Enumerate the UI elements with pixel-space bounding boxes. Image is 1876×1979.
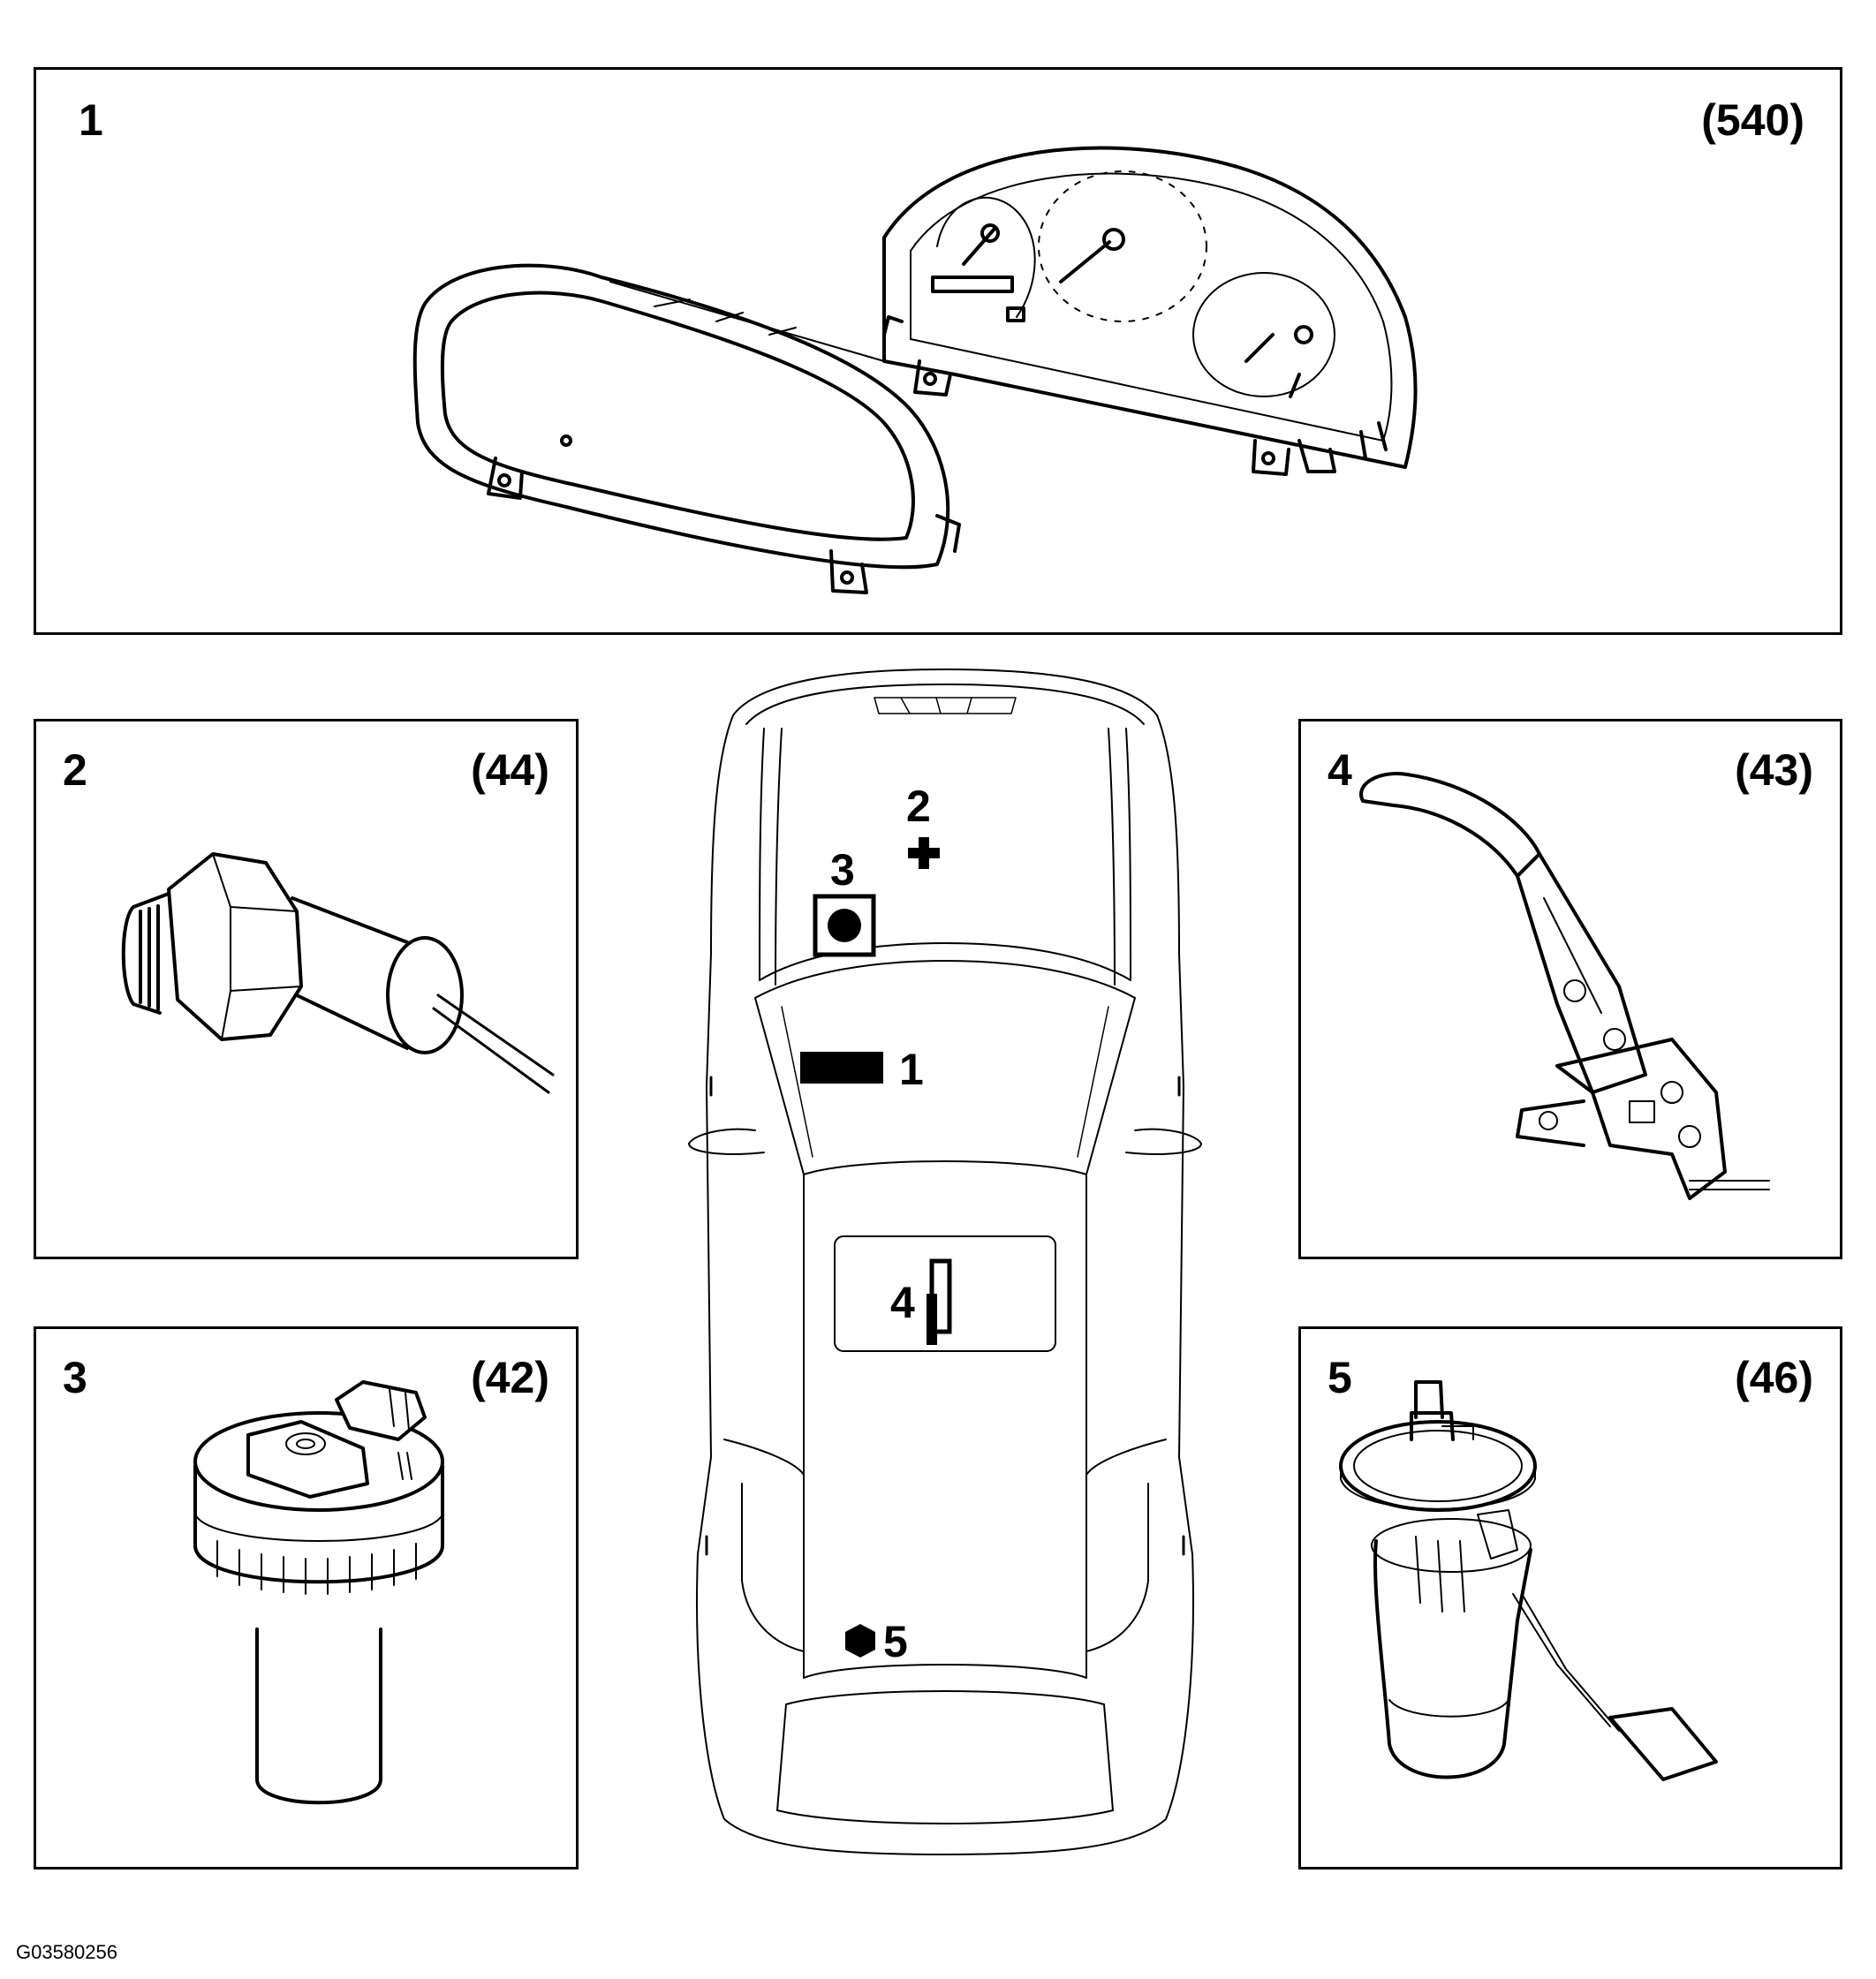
panel-1-reference: (540)	[1701, 95, 1804, 145]
panel-4-parking-brake-lever: 4 (43)	[1298, 719, 1842, 1259]
callout-2-marker-icon	[908, 837, 940, 869]
callout-3-label: 3	[830, 845, 855, 895]
panel-3-fluid-level-sensor: 3 (42)	[34, 1326, 579, 1869]
panel-2-reference: (44)	[471, 745, 549, 795]
panel-3-number: 3	[63, 1353, 87, 1402]
callout-4-label: 4	[890, 1278, 915, 1327]
panel-1-instrument-cluster: 1 (540)	[34, 67, 1842, 635]
panel-4-reference: (43)	[1735, 745, 1813, 795]
instrument-cluster-icon	[36, 70, 1840, 632]
figure-id: G03580256	[16, 1941, 117, 1963]
panel-2-pressure-sensor: 2 (44)	[34, 719, 579, 1259]
panel-5-reference: (46)	[1735, 1353, 1813, 1402]
callout-4-marker-icon	[927, 1258, 958, 1345]
pressure-sensor-icon	[36, 721, 576, 1257]
panel-1-number: 1	[79, 95, 103, 145]
panel-5-number: 5	[1328, 1353, 1352, 1402]
callout-1-label: 1	[899, 1045, 924, 1094]
panel-5-fuel-pump-sender: 5 (46)	[1298, 1326, 1842, 1869]
panel-2-number: 2	[63, 745, 87, 795]
callout-5-marker-icon	[845, 1624, 875, 1658]
parking-brake-lever-icon	[1301, 721, 1840, 1257]
callout-2-label: 2	[906, 782, 931, 831]
panel-3-reference: (42)	[471, 1353, 549, 1402]
vehicle-top-view	[671, 662, 1219, 1863]
panel-4-number: 4	[1328, 745, 1352, 795]
fuel-pump-sender-icon	[1301, 1329, 1840, 1867]
callout-3-marker-icon	[813, 894, 876, 957]
callout-1-marker-icon	[800, 1052, 883, 1084]
callout-5-label: 5	[883, 1617, 908, 1666]
fluid-level-sensor-icon	[36, 1329, 576, 1867]
